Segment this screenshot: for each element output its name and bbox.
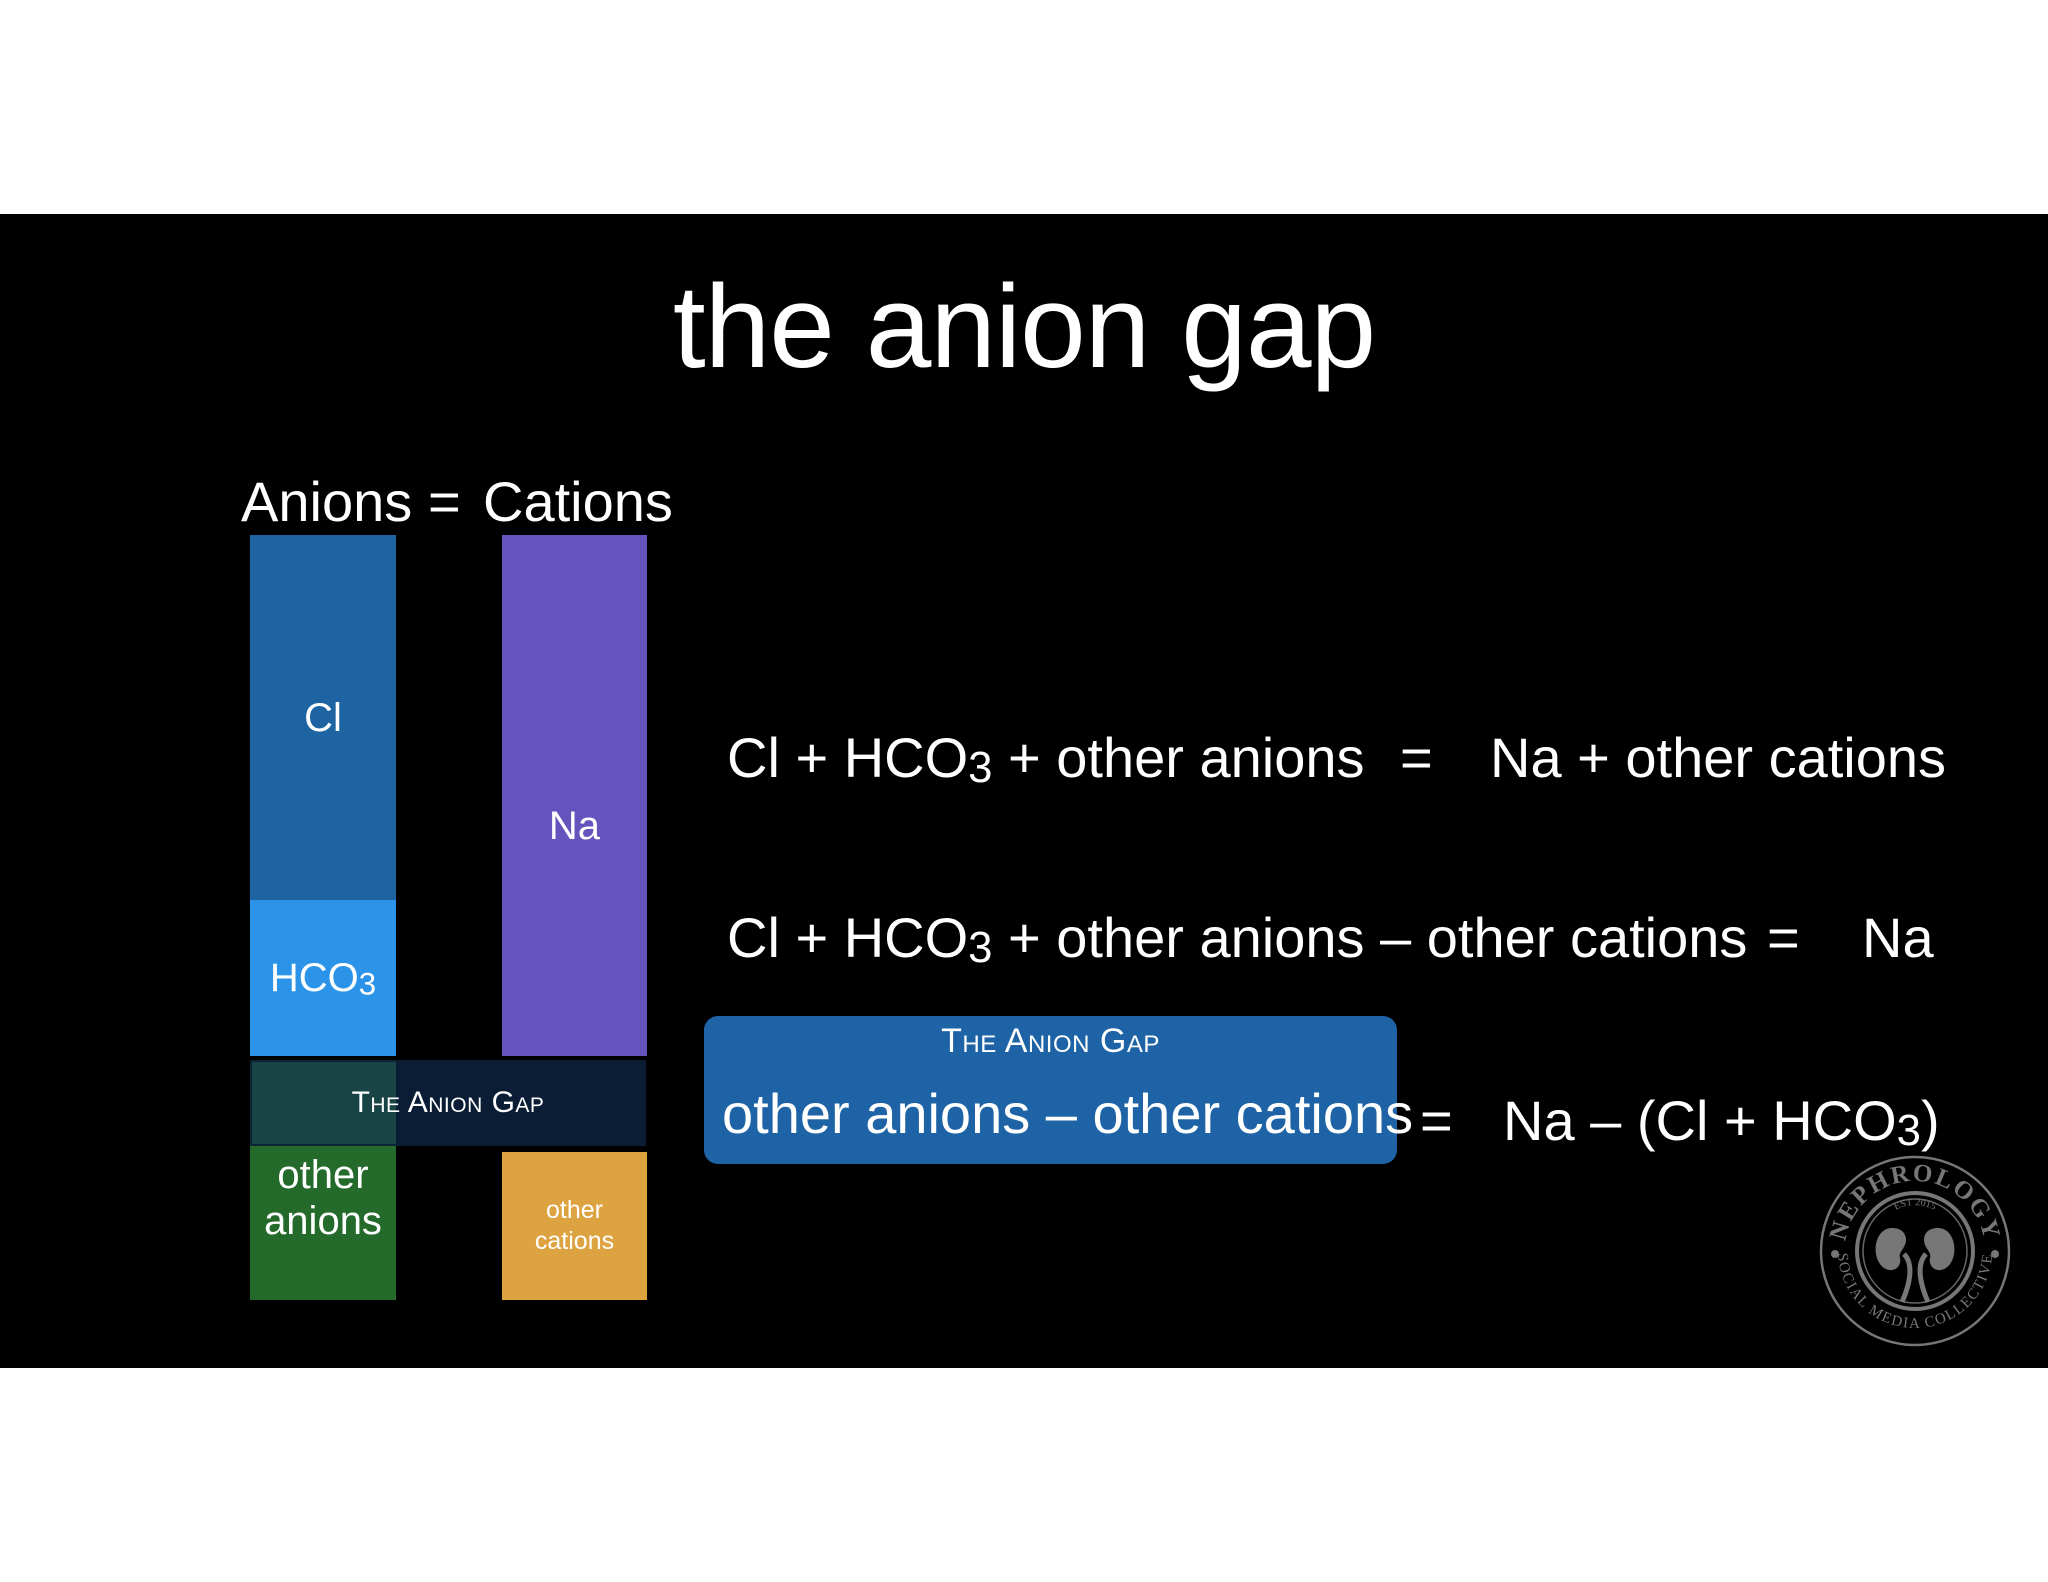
equation-2-equals: =: [1767, 906, 1800, 969]
anion-gap-overlay: The Anion Gap: [250, 1060, 646, 1146]
equation-1-right: Na + other cations: [1490, 726, 1947, 789]
equation-1-left: Cl + HCO3 + other anions: [727, 726, 1365, 793]
equation-3-right: Na – (Cl + HCO3): [1503, 1089, 1940, 1156]
cl-label: Cl: [304, 695, 342, 740]
na-block: Na: [502, 535, 647, 1056]
equation-2-right: Na: [1862, 906, 1934, 969]
equation-3-equals: =: [1420, 1089, 1453, 1152]
header-equals: =: [428, 470, 461, 533]
cations-header: Cations: [483, 470, 673, 533]
hco3-block: HCO3: [250, 900, 396, 1056]
na-label: Na: [548, 803, 601, 848]
equation-2-left: Cl + HCO3 + other anions – other cations: [727, 906, 1748, 973]
cl-block: Cl: [250, 535, 396, 900]
svg-text:NEPHROLOGY: NEPHROLOGY: [1825, 1159, 2006, 1243]
anion-gap-expression: other anions – other cations: [722, 1082, 1414, 1145]
anion-gap-box: The Anion Gap other anions – other catio…: [704, 1016, 1413, 1164]
slide: the anion gap Anions = Cations Cl HCO3 o…: [0, 214, 2048, 1368]
anion-gap-box-label: The Anion Gap: [941, 1022, 1160, 1060]
anion-gap-overlay-label: The Anion Gap: [351, 1086, 545, 1119]
nephrology-logo: NEPHROLOGY SOCIAL MEDIA COLLECTIVE EST 2…: [1819, 1155, 2011, 1347]
anions-header: Anions: [241, 470, 413, 533]
equation-1-equals: =: [1400, 726, 1433, 789]
hco3-label: HCO3: [269, 956, 377, 1002]
slide-title: the anion gap: [672, 261, 1376, 393]
